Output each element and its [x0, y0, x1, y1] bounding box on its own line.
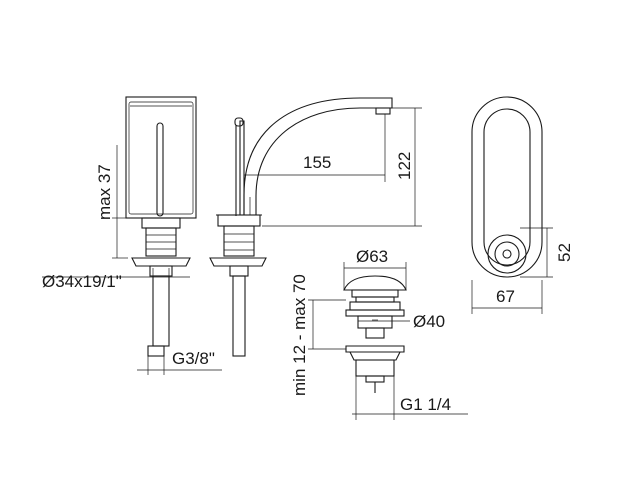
drain-body: [349, 351, 401, 361]
dim-67: 67: [496, 287, 515, 306]
handle-inner: [128, 101, 194, 215]
top-base-inner: [494, 241, 520, 267]
faucet-top-view: 52 67: [471, 96, 574, 314]
profile-hose: [232, 275, 246, 357]
dim-g38: G3/8": [172, 349, 215, 368]
dim-d34: Ø34x19/1": [42, 272, 122, 291]
dim-155: 155: [303, 153, 331, 172]
dim-d63: Ø63: [356, 247, 388, 266]
dim-min-max: min 12 - max 70: [290, 274, 309, 396]
faucet-profile-view: 155 122: [209, 97, 422, 357]
dim-52: 52: [555, 243, 574, 262]
profile-collar: [217, 214, 261, 227]
dim-g114: G1 1/4: [400, 395, 451, 414]
faucet-side-view: max 37 Ø34x19/1" G3/8": [42, 96, 222, 375]
profile-lever: [239, 120, 245, 216]
aerator: [375, 107, 391, 115]
dim-d40: Ø40: [413, 312, 445, 331]
spout: [243, 97, 393, 215]
top-base-center: [502, 249, 512, 259]
drain-thread: [355, 359, 395, 377]
profile-stem: [223, 225, 255, 257]
top-outline: [471, 96, 543, 278]
base-flange: [131, 257, 191, 267]
handle-lever: [156, 122, 164, 217]
supply-hose: [152, 275, 170, 347]
waste-drain-view: Ø63 Ø40 min 12 - max 70 G1 1/4: [290, 247, 468, 420]
drain-flange: [345, 309, 405, 317]
drain-cap: [343, 275, 407, 291]
base-collar: [141, 217, 181, 229]
top-base-outer: [487, 234, 527, 274]
dim-122: 122: [395, 152, 414, 180]
hose-fitting: [147, 345, 165, 357]
dim-max37: max 37: [95, 164, 114, 220]
top-inner: [483, 108, 531, 266]
handle-body: [125, 96, 197, 219]
